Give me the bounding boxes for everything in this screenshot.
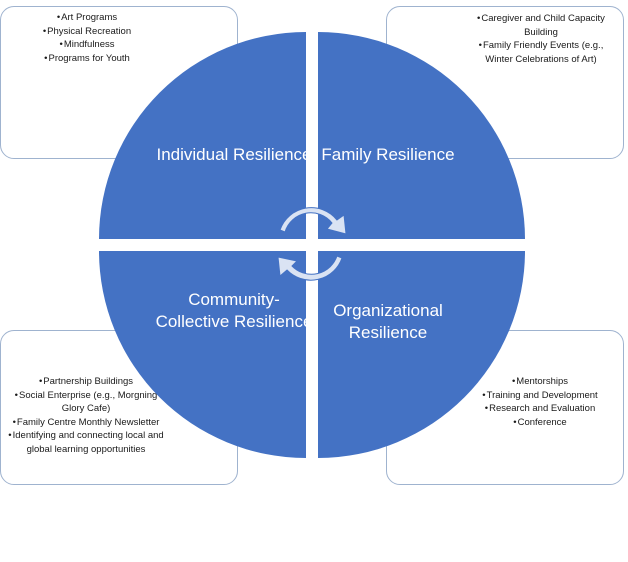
list-item: Mentorships (469, 375, 611, 389)
list-item: Family Centre Monthly Newsletter (3, 416, 169, 430)
community-quadrant (99, 251, 306, 458)
list-item: Social Enterprise (e.g., Morgning Glory … (3, 389, 169, 416)
list-item: Partnership Buildings (3, 375, 169, 389)
list-item: Art Programs (1, 11, 173, 25)
organizational-resilience-label: Organizational Resilience (333, 301, 443, 342)
list-item: Family Friendly Events (e.g., Winter Cel… (467, 39, 615, 66)
clockwise-arrow-icon (279, 207, 347, 235)
organizational-quadrant (318, 251, 525, 458)
list-item: Training and Development (469, 389, 611, 403)
list-item: Mindfulness (1, 38, 173, 52)
community-resilience-label: Community- Collective Resilience (155, 290, 313, 331)
list-item: Research and Evaluation (469, 402, 611, 416)
list-item: Physical Recreation (1, 25, 173, 39)
list-item: Identifying and connecting local and glo… (3, 429, 169, 456)
list-item: Conference (469, 416, 611, 430)
list-item: Programs for Youth (1, 52, 173, 66)
family-quadrant (318, 32, 525, 239)
counter-arrow-icon (277, 255, 343, 281)
list-item: Caregiver and Child Capacity Building (467, 12, 615, 39)
individual-quadrant (99, 32, 306, 239)
family-resilience-label: Family Resilience (321, 145, 455, 164)
individual-resilience-label: Individual Resilience (156, 145, 312, 164)
